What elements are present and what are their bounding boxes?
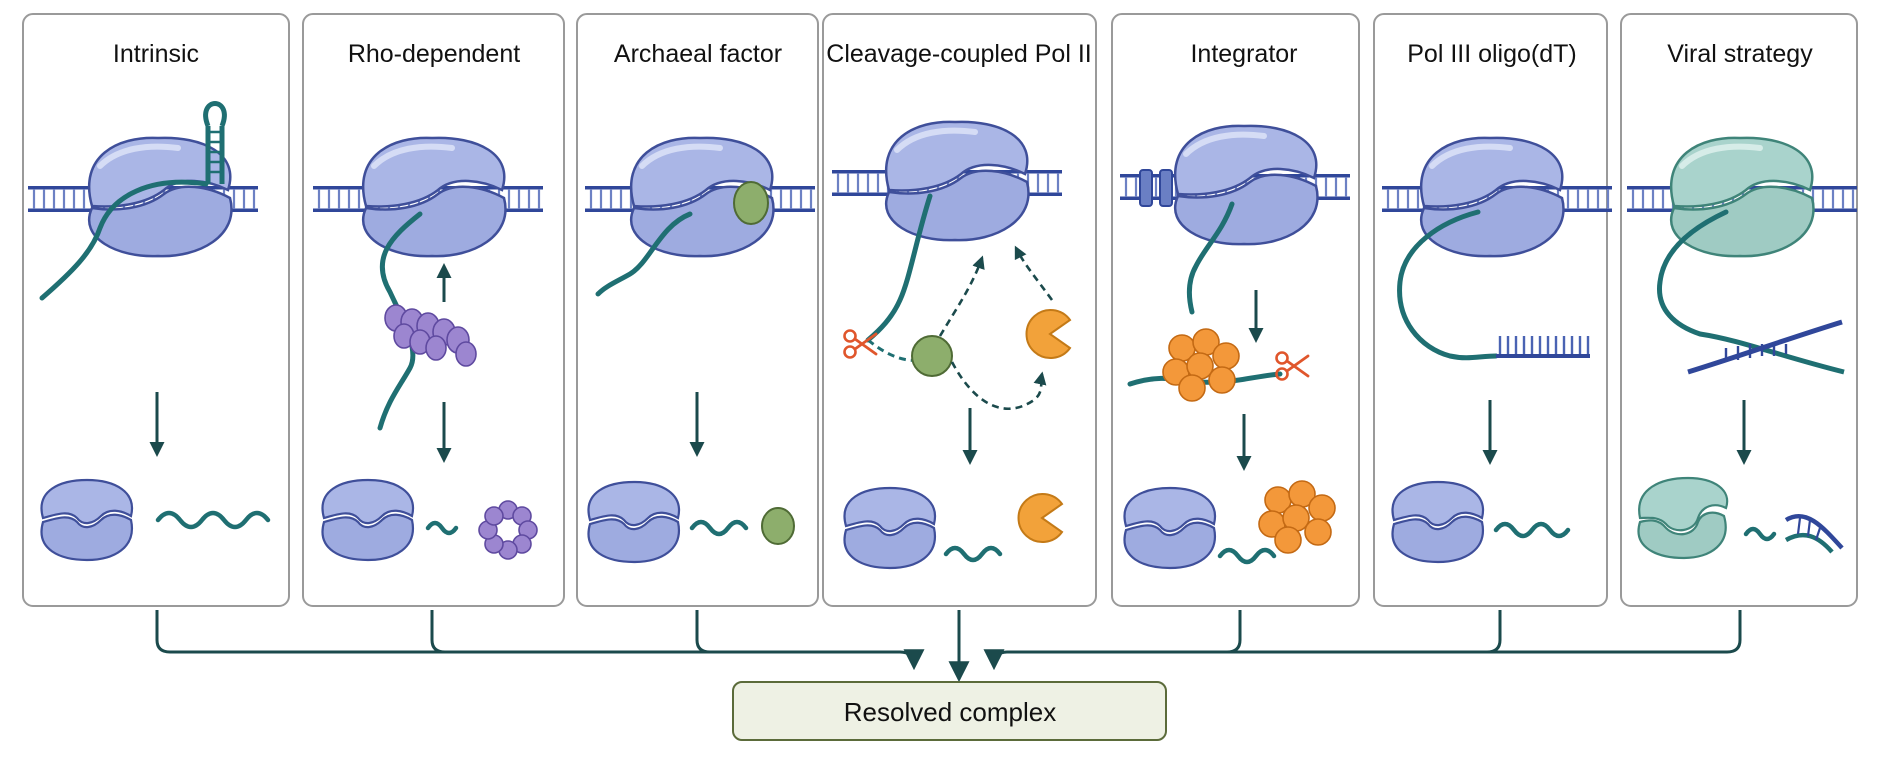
panel-viral: Viral strategy bbox=[1620, 13, 1859, 607]
released-polymerase-icon bbox=[321, 478, 415, 562]
torpedo-arrow bbox=[1014, 245, 1054, 301]
rho-hexamer-icon bbox=[384, 304, 477, 367]
released-polymerase-icon bbox=[1391, 480, 1485, 564]
panel-title: Viral strategy bbox=[1667, 40, 1813, 68]
released-rna bbox=[425, 520, 459, 536]
degradation-arrow bbox=[950, 361, 1047, 411]
released-polymerase-icon bbox=[1637, 476, 1729, 560]
released-rna bbox=[943, 545, 1003, 563]
released-polymerase-icon bbox=[843, 486, 937, 570]
viral-polymerase-icon bbox=[1671, 138, 1813, 256]
released-archaeal-factor-icon bbox=[761, 507, 795, 545]
panel-integrator: Integrator bbox=[1111, 13, 1360, 607]
rna-transcript bbox=[1397, 209, 1499, 361]
released-rna bbox=[155, 510, 271, 530]
resolved-complex-label: Resolved complex bbox=[844, 697, 1056, 727]
released-viral-rna-structure-icon bbox=[1784, 513, 1844, 554]
released-polymerase-icon bbox=[1123, 486, 1217, 570]
released-rna bbox=[689, 519, 749, 537]
connector-lines bbox=[155, 610, 1742, 683]
panel-title: Rho-dependent bbox=[348, 40, 520, 68]
viral-rna-structure-icon bbox=[1687, 319, 1845, 375]
panel-archaeal: Archaeal factor bbox=[576, 13, 819, 607]
panel-intrinsic: Intrinsic bbox=[22, 13, 290, 607]
released-rna bbox=[1217, 547, 1277, 565]
panel-pol3: Pol III oligo(dT) bbox=[1373, 13, 1614, 607]
released-polymerase-icon bbox=[587, 480, 681, 564]
panel-title: Pol III oligo(dT) bbox=[1407, 40, 1577, 68]
archaeal-factor-icon bbox=[733, 181, 769, 225]
resolved-complex-box: Resolved complex bbox=[732, 681, 1167, 741]
rna-transcript bbox=[39, 179, 209, 301]
rna-transcript bbox=[865, 193, 933, 343]
released-rna bbox=[1493, 521, 1571, 539]
rna-polymerase-icon bbox=[1175, 126, 1317, 244]
rna-transcript bbox=[1186, 201, 1235, 315]
rna-polymerase-icon bbox=[1421, 138, 1563, 256]
panel-title: Archaeal factor bbox=[614, 40, 782, 68]
panel-title: Integrator bbox=[1190, 40, 1297, 68]
released-rna bbox=[1743, 526, 1777, 542]
rna-transcript bbox=[595, 211, 693, 297]
rna-polymerase-icon bbox=[886, 122, 1028, 240]
panel-title: Cleavage-coupled Pol II bbox=[826, 40, 1091, 68]
panel-title: Intrinsic bbox=[113, 40, 199, 68]
released-polymerase-icon bbox=[40, 478, 134, 562]
termination-factor-icon bbox=[911, 335, 953, 377]
rna-hairpin-icon bbox=[203, 101, 227, 184]
nucleosome-icon bbox=[1139, 169, 1173, 207]
rna-polymerase-icon bbox=[363, 138, 505, 256]
panel-rho: Rho-dependent bbox=[302, 13, 565, 607]
panel-cleavage: Cleavage-coupled Pol II bbox=[822, 13, 1097, 607]
oligo-dt-icon bbox=[1496, 336, 1590, 358]
rna-transcript bbox=[1657, 209, 1729, 337]
